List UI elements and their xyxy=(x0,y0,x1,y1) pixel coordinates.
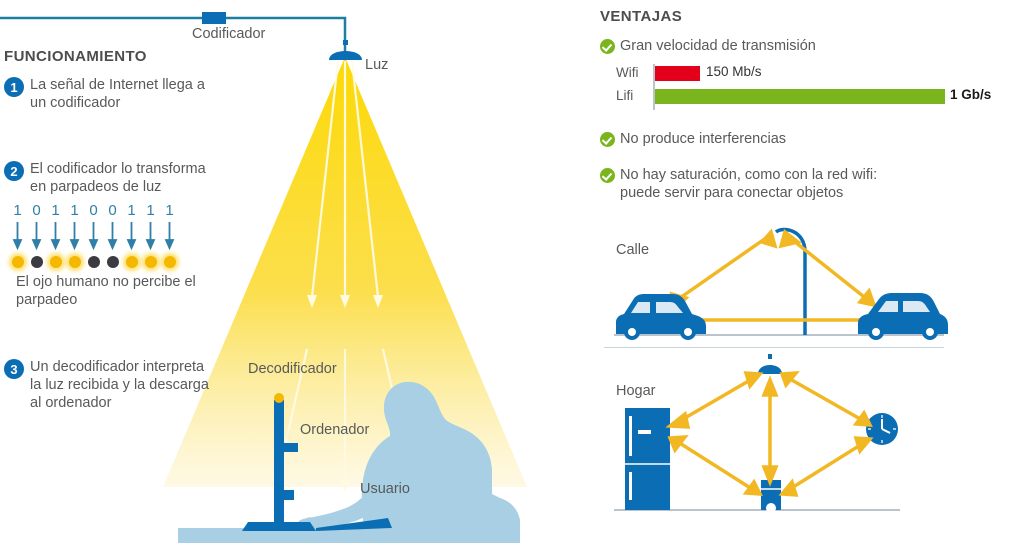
advantage-2: No produce interferencias xyxy=(600,130,1000,148)
decoder-dot-icon xyxy=(274,393,284,403)
pulse-dot-on xyxy=(49,256,62,268)
advantage-3-text: No hay saturación, como con la red wifi:… xyxy=(620,167,878,201)
binary-bits-row: 1 0 1 1 0 0 1 1 1 xyxy=(8,202,179,219)
advantage-2-text: No produce interferencias xyxy=(620,131,787,147)
fridge-icon xyxy=(625,408,670,510)
ventajas-heading: VENTAJAS xyxy=(600,8,683,25)
user-label: Usuario xyxy=(360,481,410,497)
ceiling-lamp-icon xyxy=(329,40,362,60)
bar-value-lifi: 1 Gb/s xyxy=(950,87,992,102)
pulse-dot-on xyxy=(163,256,176,268)
bar-label-lifi: Lifi xyxy=(616,88,634,103)
bar-wifi xyxy=(655,66,700,81)
check-icon xyxy=(600,132,615,147)
step-1-badge: 1 xyxy=(4,77,24,97)
step-1: 1 La señal de Internet llega a un codifi… xyxy=(4,76,214,112)
signal-arrows-home xyxy=(665,370,874,497)
advantage-1: Gran velocidad de transmisión xyxy=(600,37,1000,55)
check-icon xyxy=(600,168,615,183)
car-left-icon xyxy=(616,294,706,340)
clock-icon xyxy=(866,413,898,445)
scene-divider xyxy=(604,347,944,348)
step-3: 3 Un decodificador interpreta la luz rec… xyxy=(4,358,219,412)
bit: 1 xyxy=(51,202,60,219)
monitor-side-icon xyxy=(242,400,316,531)
advantage-3: No hay saturación, como con la red wifi:… xyxy=(600,166,920,202)
funcionamiento-heading: FUNCIONAMIENTO xyxy=(4,48,147,65)
bit: 1 xyxy=(165,202,174,219)
step-2: 2 El codificador lo transforma en parpad… xyxy=(4,160,219,196)
step-3-badge: 3 xyxy=(4,359,24,379)
encoder-label: Codificador xyxy=(192,26,266,42)
pulse-dot-on xyxy=(68,256,81,268)
signal-arrows-street xyxy=(659,228,891,329)
user-silhouette-icon xyxy=(296,381,520,543)
bit: 0 xyxy=(32,202,41,219)
street-scene-label: Calle xyxy=(616,242,650,258)
home-scene-label: Hogar xyxy=(616,383,656,399)
bar-label-wifi: Wifi xyxy=(616,65,639,80)
light-pulse-dots-row xyxy=(8,252,179,272)
pulse-dot-on xyxy=(11,256,24,268)
car-right-icon xyxy=(858,293,948,340)
home-scene-graphic xyxy=(614,354,900,513)
bit: 0 xyxy=(89,202,98,219)
home-lamp-icon xyxy=(758,354,782,374)
advantage-1-text: Gran velocidad de transmisión xyxy=(620,38,816,54)
pulse-dot-off xyxy=(106,256,119,268)
keyboard-icon xyxy=(316,518,392,531)
step-1-text: La señal de Internet llega a un codifica… xyxy=(30,77,205,111)
step-3-text: Un decodificador interpreta la luz recib… xyxy=(30,359,209,411)
bit-down-arrows-icon xyxy=(12,222,175,251)
decoder-label: Decodificador xyxy=(248,361,337,377)
computer-label: Ordenador xyxy=(300,422,370,438)
bit: 1 xyxy=(146,202,155,219)
bar-value-wifi: 150 Mb/s xyxy=(706,64,762,79)
street-scene-graphic xyxy=(614,227,948,340)
bar-lifi xyxy=(655,89,945,104)
chart-axis xyxy=(653,64,655,110)
light-label: Luz xyxy=(365,57,389,73)
speed-bar-chart: Wifi 150 Mb/s Lifi 1 Gb/s xyxy=(600,60,1020,110)
bit: 1 xyxy=(127,202,136,219)
pulse-dot-on xyxy=(125,256,138,268)
bit: 1 xyxy=(13,202,22,219)
step-2-text: El codificador lo transforma en parpadeo… xyxy=(30,161,206,195)
appliance-icon xyxy=(761,480,781,513)
pulse-dot-off xyxy=(87,256,100,268)
workstation-graphic xyxy=(178,381,520,543)
step-2-badge: 2 xyxy=(4,161,24,181)
pulse-dot-off xyxy=(30,256,43,268)
binary-caption: El ojo humano no percibe el parpadeo xyxy=(16,274,196,308)
bit: 1 xyxy=(70,202,79,219)
pulse-dot-on xyxy=(144,256,157,268)
desk xyxy=(178,528,508,543)
check-icon xyxy=(600,39,615,54)
encoder-box xyxy=(202,12,226,24)
bit: 0 xyxy=(108,202,117,219)
